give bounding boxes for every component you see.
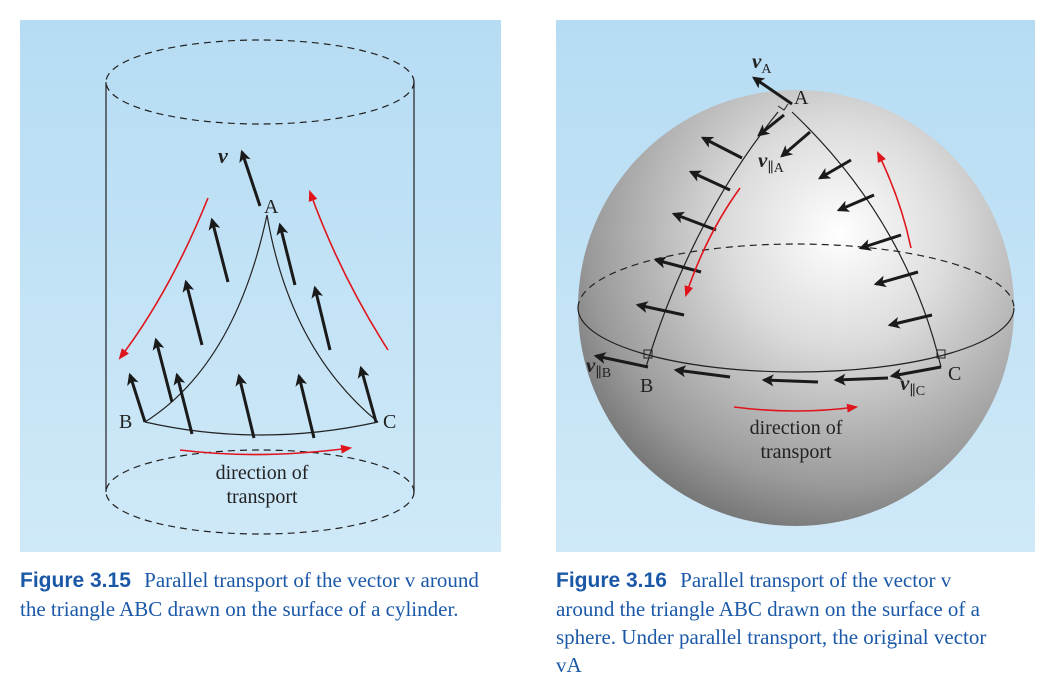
- vector-v-parallel-b: [593, 352, 649, 369]
- svg-text:v∥A: v∥A: [758, 148, 785, 176]
- caption-text: Parallel transport of the vector v aroun…: [556, 568, 987, 677]
- vector-pa-subscript: ∥A: [767, 160, 784, 176]
- direction-arrow-down-left: [684, 187, 741, 298]
- direction-label-line2: transport: [226, 486, 298, 508]
- edge-ac: [791, 111, 942, 368]
- transported-vectors: [593, 76, 942, 387]
- vector-v-label: v: [218, 143, 228, 168]
- cylinder-figure-panel: v A B C direction of transport: [20, 20, 501, 552]
- vector-arrow: [836, 193, 875, 212]
- direction-arrows: [684, 150, 912, 413]
- vector-arrow: [173, 372, 194, 435]
- figure-number: Figure 3.16: [556, 569, 667, 592]
- vector-pb-subscript: ∥B: [595, 365, 611, 381]
- vector-pb-symbol: v: [586, 353, 596, 377]
- vector-a-label: vA: [752, 49, 772, 77]
- vector-arrow: [653, 256, 702, 274]
- sphere-equator: [577, 243, 1015, 373]
- direction-label-line2: transport: [760, 441, 832, 463]
- vector-arrow: [235, 373, 256, 439]
- sphere: [578, 90, 1014, 526]
- figure-number: Figure 3.15: [20, 569, 131, 592]
- vector-pc-symbol: v: [900, 371, 910, 395]
- right-angle-b: [643, 349, 653, 359]
- right-angle-a: [777, 103, 789, 111]
- caption-text: Parallel transport of the vector v aroun…: [20, 568, 479, 621]
- edge-ac: [266, 214, 379, 423]
- svg-text:v∥C: v∥C: [900, 371, 925, 399]
- vector-v-parallel-a: [757, 113, 785, 137]
- vector-arrow: [295, 373, 316, 439]
- svg-text:v∥B: v∥B: [586, 353, 611, 381]
- edge-ab: [645, 111, 779, 368]
- vector-parallel-b-label: v∥B: [586, 353, 611, 381]
- point-a-label: A: [794, 87, 809, 109]
- direction-arrow-bottom: [733, 403, 859, 413]
- edge-bc: [144, 421, 379, 436]
- direction-label-line1: direction of: [750, 417, 843, 439]
- equator-back: [577, 243, 1015, 309]
- vector-arrow: [700, 136, 743, 160]
- vector-arrow: [833, 373, 889, 386]
- vector-parallel-c-label: v∥C: [900, 371, 925, 399]
- sphere-figure-panel: vA A v∥A v∥B B v∥C C direction of transp…: [556, 20, 1035, 552]
- edge-ba: [144, 214, 268, 423]
- point-c-label: C: [383, 411, 396, 433]
- vector-arrow: [311, 285, 332, 351]
- cylinder-diagram: v A B C direction of transport: [20, 20, 501, 552]
- vector-arrow: [761, 374, 819, 387]
- direction-arrow-bottom: [179, 444, 353, 456]
- point-a-label: A: [264, 196, 279, 218]
- cylinder-outline: [105, 39, 415, 535]
- right-angle-marks: [643, 103, 946, 359]
- vector-arrow: [817, 158, 852, 180]
- vector-a-symbol: v: [752, 49, 762, 73]
- vector-v-at-a: [239, 149, 262, 207]
- direction-label-line1: direction of: [216, 462, 309, 484]
- vector-arrow: [357, 365, 378, 423]
- vector-parallel-a-label: v∥A: [758, 148, 785, 176]
- vector-arrow: [152, 337, 174, 403]
- vector-arrow: [182, 279, 204, 346]
- point-b-label: B: [119, 411, 132, 433]
- right-angle-c: [936, 349, 946, 359]
- vector-pa-symbol: v: [758, 148, 768, 172]
- direction-arrow-down-left: [118, 197, 209, 360]
- svg-text:vA: vA: [752, 49, 772, 77]
- vector-arrow: [671, 211, 717, 232]
- triangle-abc: [645, 111, 942, 368]
- transported-vectors: [127, 149, 378, 439]
- sphere-diagram: vA A v∥A v∥B B v∥C C direction of transp…: [556, 20, 1035, 552]
- equator-front: [577, 307, 1015, 373]
- vector-arrow: [688, 170, 731, 192]
- vector-v-a: [752, 76, 793, 106]
- vector-arrow: [635, 301, 685, 317]
- vector-pc-subscript: ∥C: [909, 383, 925, 399]
- triangle-abc: [144, 214, 379, 436]
- vector-arrow: [780, 130, 811, 158]
- vector-arrow: [673, 365, 731, 379]
- vector-arrow: [887, 313, 933, 329]
- point-b-label: B: [640, 375, 653, 397]
- figure-3-15-caption: Figure 3.15 Parallel transport of the ve…: [20, 566, 490, 656]
- direction-arrows: [118, 189, 389, 456]
- vector-a-subscript: A: [761, 62, 772, 77]
- direction-arrow-up-right: [877, 150, 912, 249]
- vector-arrow: [873, 270, 919, 288]
- point-c-label: C: [948, 363, 961, 385]
- vector-v-parallel-c: [889, 365, 942, 381]
- figure-3-16-caption: Figure 3.16 Parallel transport of the ve…: [556, 566, 996, 678]
- vector-arrow: [208, 217, 230, 283]
- vector-arrow: [127, 372, 147, 423]
- vector-arrow: [858, 233, 902, 251]
- panel-background: [20, 20, 501, 552]
- direction-arrow-up-right: [308, 189, 389, 351]
- cylinder-bottom-rim: [105, 449, 415, 535]
- vector-arrow: [276, 222, 297, 286]
